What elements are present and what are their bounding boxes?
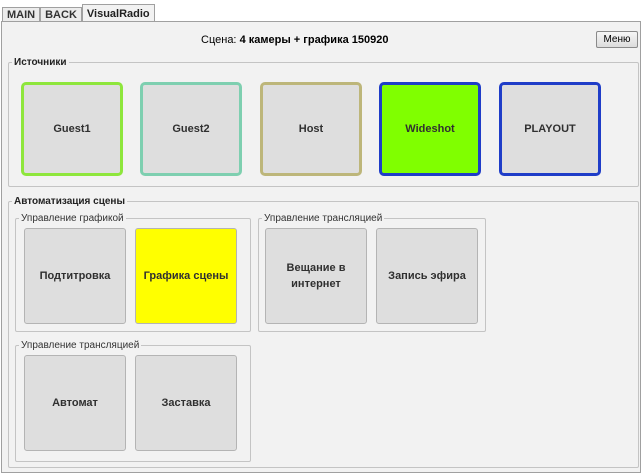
source-button-guest1[interactable]: Guest1	[21, 82, 123, 176]
broadcast-control-group-2: Управление трансляцией Автомат Заставка	[15, 340, 251, 462]
broadcast-control-title: Управление трансляцией	[264, 213, 383, 224]
source-button-host[interactable]: Host	[260, 82, 362, 176]
sources-group: Источники Guest1 Guest2 Host Wideshot PL…	[8, 57, 639, 187]
splash-screen-button[interactable]: Заставка	[135, 355, 237, 451]
source-label: Guest1	[53, 123, 91, 135]
source-label: PLAYOUT	[524, 123, 576, 135]
automation-title: Автоматизация сцены	[14, 196, 126, 207]
button-label: Графика сцены	[143, 270, 229, 282]
tab-visualradio[interactable]: VisualRadio	[81, 4, 155, 22]
source-label: Guest2	[172, 123, 210, 135]
automation-group: Автоматизация сцены Управление графикой …	[8, 196, 639, 468]
record-air-button[interactable]: Запись эфира	[376, 228, 478, 324]
scene-name: 4 камеры + графика 150920	[239, 34, 389, 46]
source-label: Host	[298, 123, 324, 135]
broadcast-control-title-2: Управление трансляцией	[21, 340, 140, 351]
source-label: Wideshot	[405, 123, 455, 135]
broadcast-control-group: Управление трансляцией Вещание в интерне…	[258, 213, 486, 332]
tab-content-panel: Сцена: 4 камеры + графика 150920 Меню Ис…	[1, 21, 641, 473]
button-label: Заставка	[161, 397, 211, 409]
button-label: Автомат	[52, 397, 98, 409]
automat-button[interactable]: Автомат	[24, 355, 126, 451]
source-button-playout[interactable]: PLAYOUT	[499, 82, 601, 176]
scene-info: Сцена: 4 камеры + графика 150920	[201, 34, 388, 46]
scene-graphics-button[interactable]: Графика сцены	[135, 228, 237, 324]
graphics-control-group: Управление графикой Подтитровка Графика …	[15, 213, 251, 332]
sources-title: Источники	[14, 57, 67, 68]
source-button-guest2[interactable]: Guest2	[140, 82, 242, 176]
menu-button[interactable]: Меню	[596, 31, 638, 48]
tab-bar: MAIN BACK VisualRadio	[2, 4, 155, 22]
button-label: Запись эфира	[388, 270, 466, 282]
tab-back[interactable]: BACK	[40, 7, 82, 22]
scene-prefix: Сцена:	[201, 34, 237, 46]
button-label: Вещание в интернет	[286, 262, 346, 290]
source-button-wideshot[interactable]: Wideshot	[379, 82, 481, 176]
internet-broadcast-button[interactable]: Вещание в интернет	[265, 228, 367, 324]
button-label: Подтитровка	[39, 270, 111, 282]
tab-main[interactable]: MAIN	[2, 7, 41, 22]
graphics-control-title: Управление графикой	[21, 213, 124, 224]
subtitles-button[interactable]: Подтитровка	[24, 228, 126, 324]
